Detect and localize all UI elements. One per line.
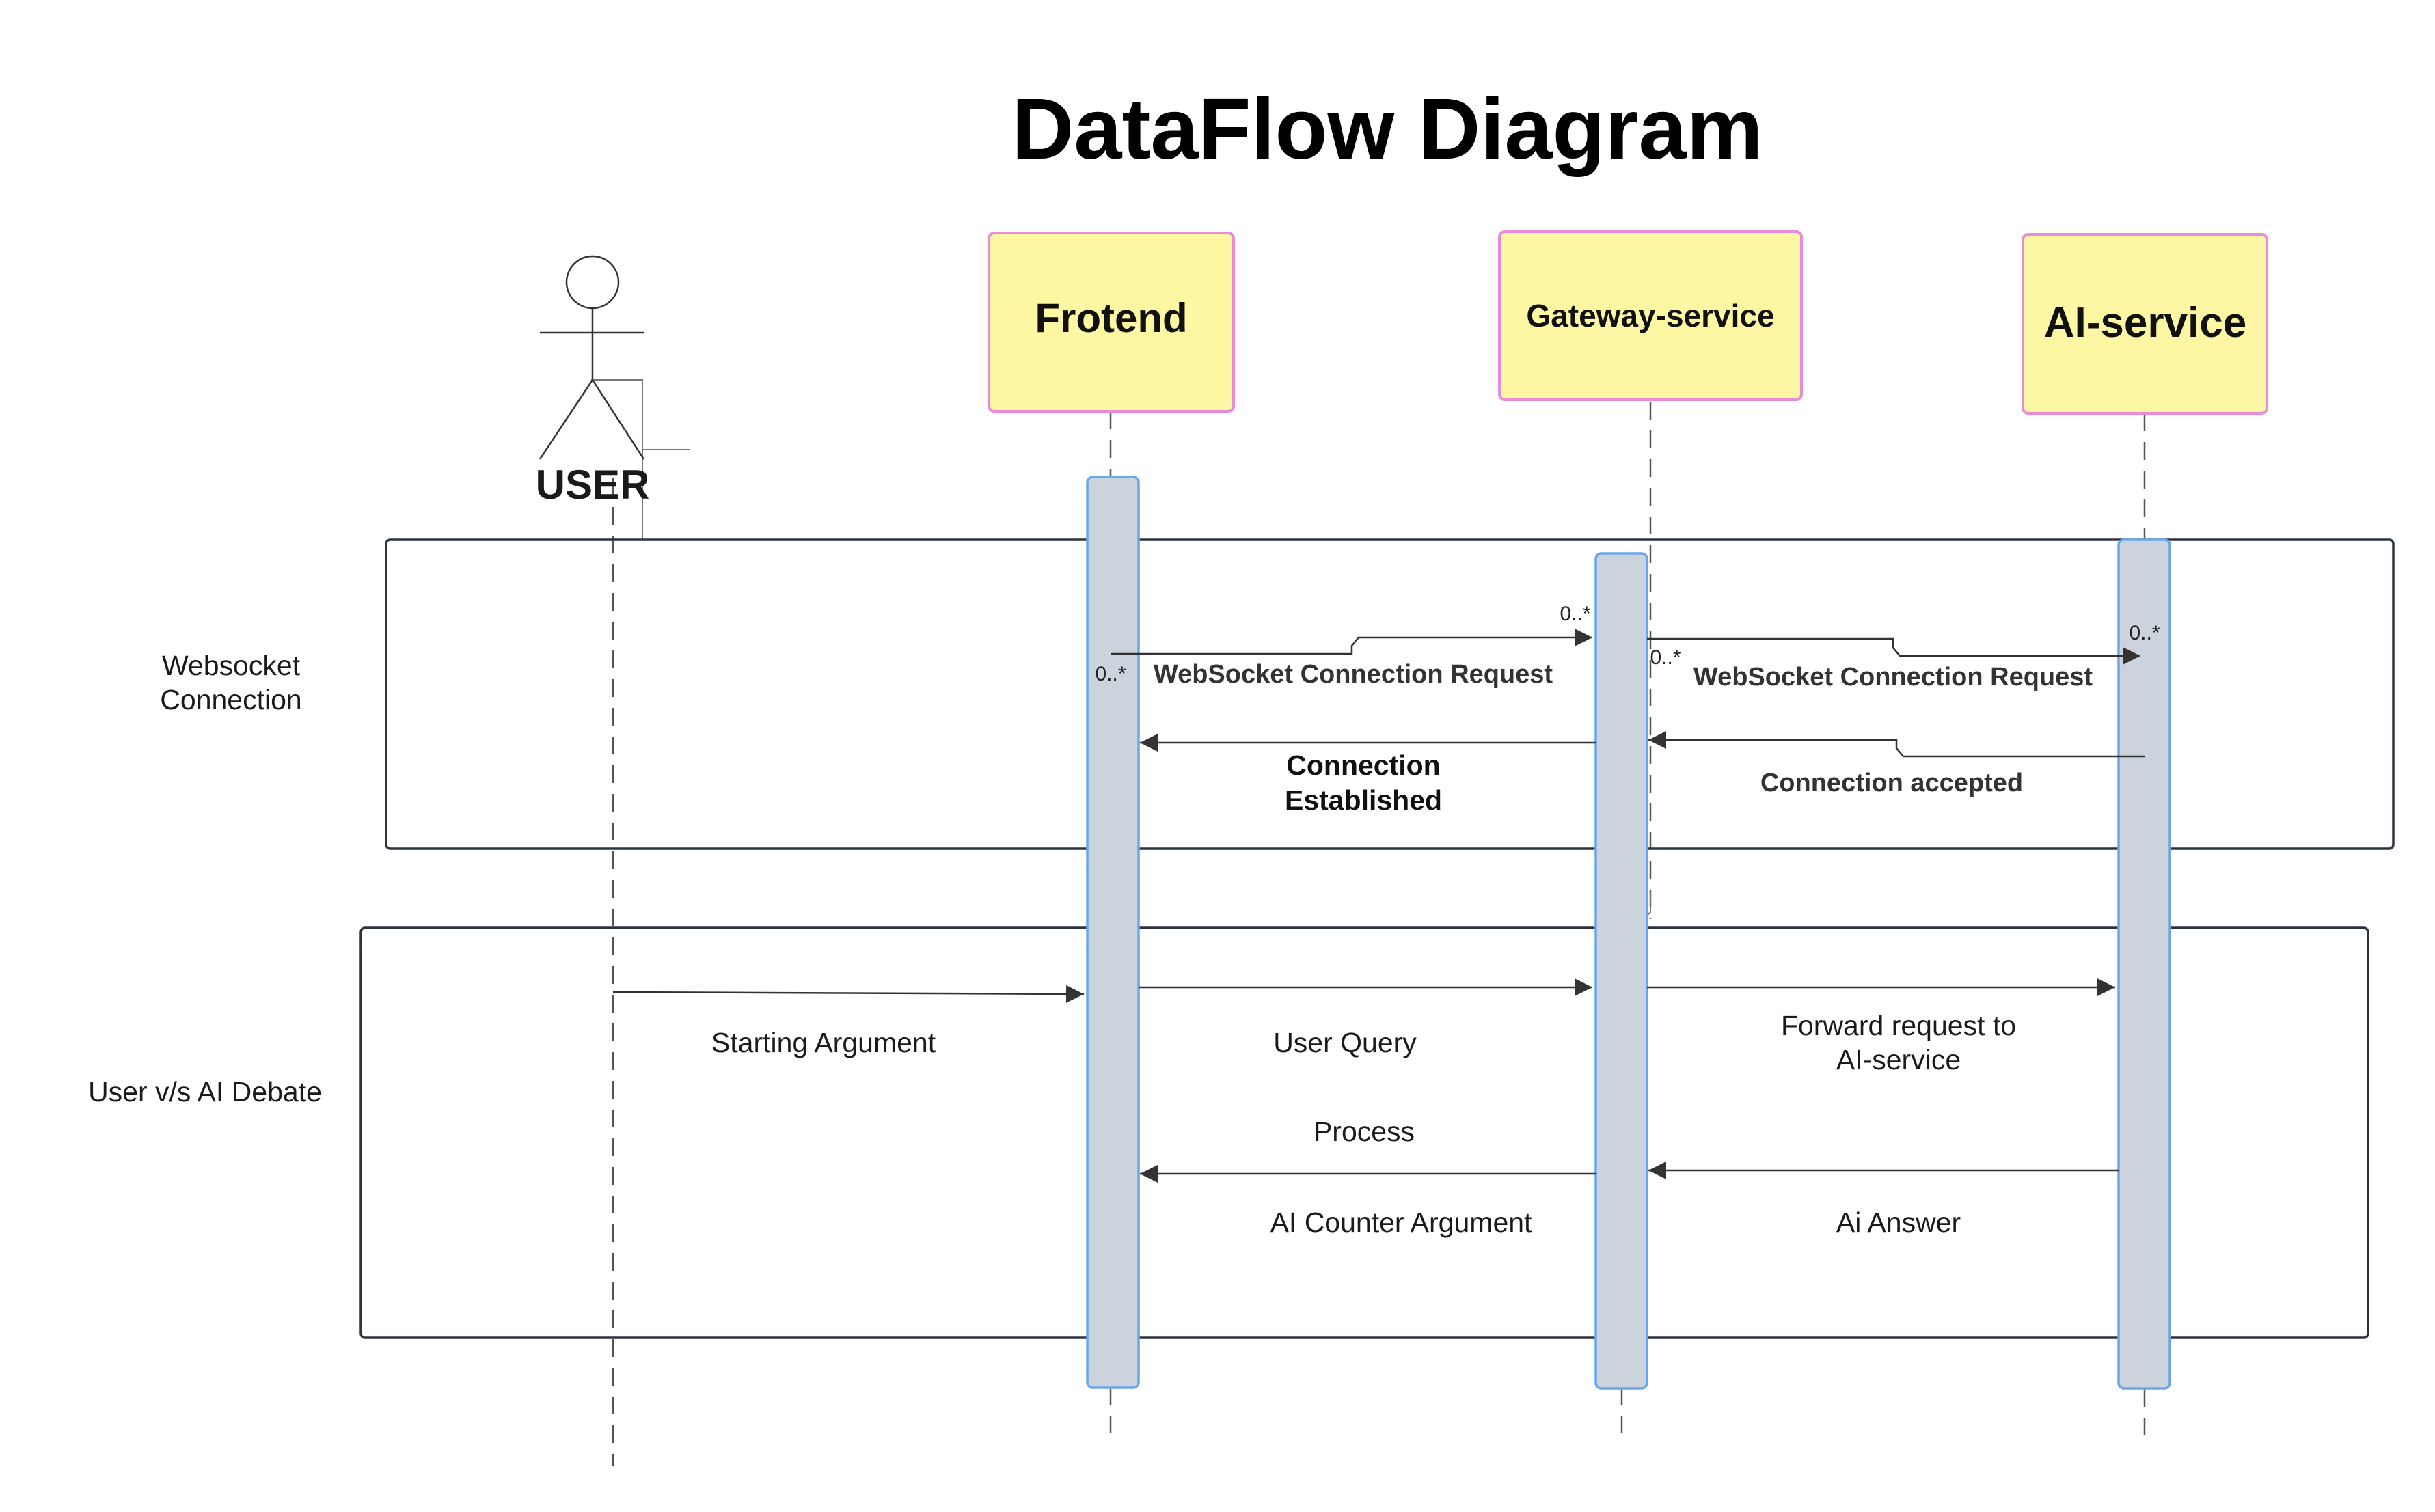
gateway-activation: [1594, 552, 1648, 1390]
ai-label: AI-service: [2044, 299, 2246, 346]
ws-request-label-1: WebSocket Connection Request: [1154, 660, 1553, 689]
forward-request-label-line1: Forward request to: [1781, 1010, 2016, 1041]
connection-accepted-arrow: [1648, 731, 2145, 758]
ai-activation: [2117, 538, 2171, 1390]
starting-argument-arrow: [612, 985, 1085, 1003]
process-label: Process: [1314, 1116, 1415, 1147]
gateway-participant: [1498, 230, 1803, 401]
ws-request-arrow-2: [1647, 637, 2140, 665]
frontend-activation: [1086, 476, 1140, 1389]
gateway-label: Gateway-service: [1526, 298, 1774, 333]
ai-counter-argument-label: AI Counter Argument: [1270, 1207, 1532, 1238]
connection-established-label-line2: Established: [1285, 784, 1442, 816]
frontend-label: Frotend: [1035, 295, 1187, 341]
ai-answer-label: Ai Answer: [1836, 1207, 1961, 1238]
user-actor-icon: [539, 255, 645, 460]
websocket-frame: [385, 538, 2395, 850]
user-actor-label: USER: [536, 462, 650, 508]
frontend-participant: [988, 232, 1235, 413]
forward-request-label-line2: AI-service: [1836, 1044, 1961, 1075]
lane-label-websocket-line1: Websocket: [162, 650, 301, 681]
multiplicity-gateway-in: 0..*: [1560, 603, 1590, 625]
multiplicity-gateway-out: 0..*: [1650, 646, 1681, 669]
lane-label-websocket-line2: Connection: [160, 684, 301, 715]
connection-accepted-label: Connection accepted: [1760, 769, 2023, 797]
starting-argument-label: Starting Argument: [711, 1027, 936, 1058]
user-query-label: User Query: [1273, 1027, 1417, 1058]
connection-established-label-line1: Connection: [1286, 750, 1440, 781]
diagram-title: DataFlow Diagram: [1011, 81, 1763, 177]
ai-participant: [2022, 233, 2268, 415]
ws-request-arrow-1: [1111, 629, 1592, 655]
debate-frame: [359, 926, 2369, 1339]
multiplicity-ai: 0..*: [2129, 622, 2160, 644]
user-bracket-line: [591, 379, 643, 540]
ws-request-label-2: WebSocket Connection Request: [1693, 663, 2093, 691]
multiplicity-frontend: 0..*: [1095, 663, 1126, 685]
lane-label-debate: User v/s AI Debate: [88, 1076, 322, 1108]
